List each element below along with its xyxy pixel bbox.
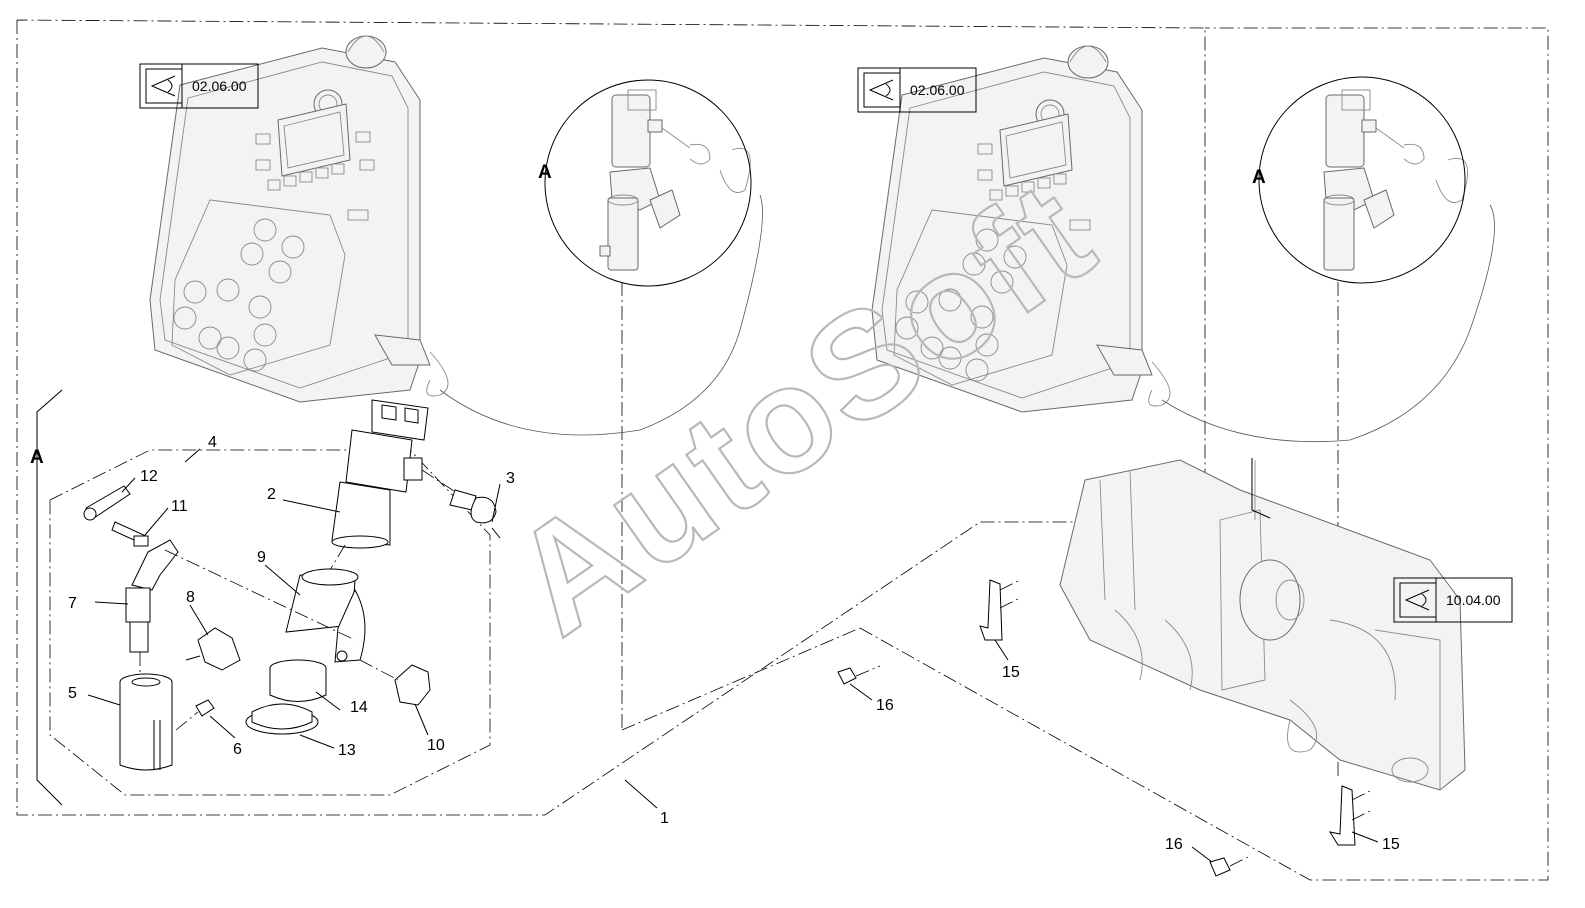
part-11-bolt <box>111 521 149 547</box>
callout-15-lower: 15 <box>1382 836 1400 853</box>
part-16-screw-upper <box>837 665 881 685</box>
part-16-screw-lower <box>1209 855 1251 877</box>
callout-1: 1 <box>660 810 669 827</box>
callout-6: 6 <box>233 741 242 758</box>
callout-14: 14 <box>350 699 368 716</box>
callout-7: 7 <box>68 595 77 612</box>
kit-boundary-left <box>16 19 1206 816</box>
callout-10: 10 <box>427 737 445 754</box>
part-15-bracket-upper <box>979 579 1021 641</box>
leader-lines <box>87 448 1379 863</box>
callout-16-upper: 16 <box>876 697 894 714</box>
reference-box-2[interactable]: 02.06.00 <box>857 67 977 113</box>
callout-13: 13 <box>338 742 356 759</box>
callout-3: 3 <box>506 470 515 487</box>
part-5-tube <box>119 652 173 771</box>
subassembly-boundary <box>49 449 491 796</box>
reference-box-1[interactable]: 02.06.00 <box>139 63 259 109</box>
callout-12: 12 <box>140 468 158 485</box>
part-10-knob <box>359 659 431 706</box>
kit-boundary-right <box>859 27 1549 881</box>
part-15-bracket-lower <box>1328 785 1373 846</box>
part-14-ring <box>269 659 327 702</box>
detail-a-circle-left <box>544 79 752 287</box>
part-9-bracket <box>285 544 366 663</box>
remote-controller-right <box>871 45 1495 442</box>
part-8-knob <box>185 627 241 671</box>
detail-a-marker-right: A <box>1252 167 1266 188</box>
part-7-lever <box>125 539 356 653</box>
callout-9: 9 <box>257 549 266 566</box>
detail-a-bracket <box>36 389 63 806</box>
part-13-cap <box>245 703 319 735</box>
callout-2: 2 <box>267 486 276 503</box>
callout-11: 11 <box>171 498 188 515</box>
callouts: 4 2 3 12 11 9 7 8 5 6 14 13 10 1 15 16 1… <box>68 434 1400 853</box>
reference-code: 02.06.00 <box>910 82 965 98</box>
callout-4: 4 <box>208 434 217 451</box>
callout-5: 5 <box>68 685 77 702</box>
callout-16-lower: 16 <box>1165 836 1183 853</box>
callout-15-upper: 15 <box>1002 664 1020 681</box>
detail-a-circle-right <box>1258 76 1466 284</box>
reference-box-3[interactable]: 10.04.00 <box>1393 577 1513 623</box>
part-2-holder <box>331 399 429 549</box>
attachment-housing <box>1059 458 1466 791</box>
detail-a-marker-left: A <box>538 162 552 183</box>
reference-code: 10.04.00 <box>1446 592 1501 608</box>
callout-8: 8 <box>186 589 195 606</box>
remote-controller-left <box>149 35 763 436</box>
part-3-fitting <box>421 469 501 539</box>
reference-code: 02.06.00 <box>192 78 247 94</box>
detail-a-marker-kit: A <box>30 447 44 468</box>
part-6-screw <box>175 699 215 731</box>
part-12-pin <box>83 485 131 521</box>
